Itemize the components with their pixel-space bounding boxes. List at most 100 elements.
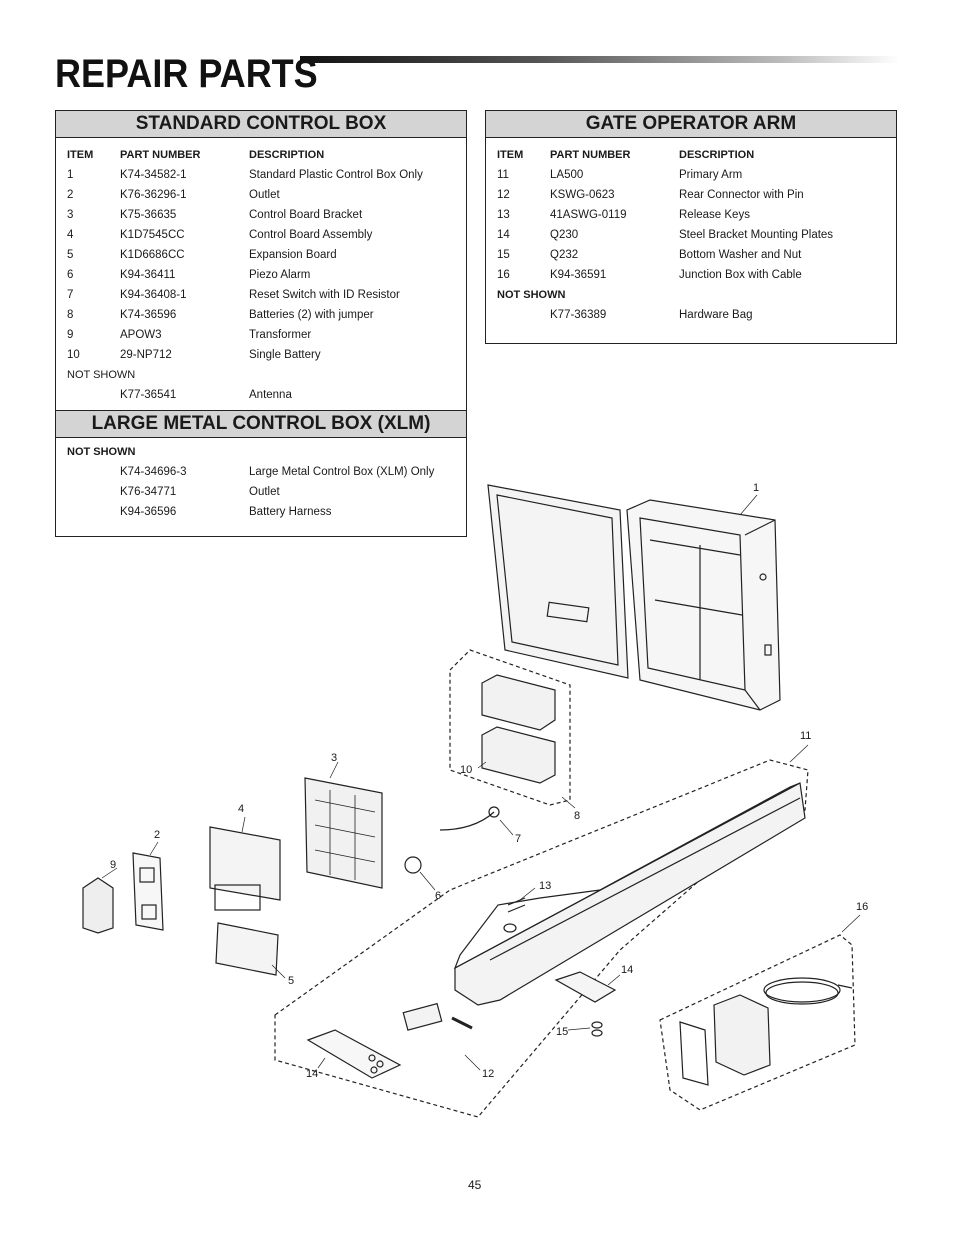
part-description: Single Battery	[249, 349, 321, 361]
table-row: 15 Q232 Bottom Washer and Nut	[486, 245, 896, 265]
item-number: 12	[497, 189, 510, 201]
item-number: 6	[67, 269, 74, 281]
part-number: K94-36411	[120, 269, 176, 281]
callout-label: 8	[574, 810, 581, 822]
part-number: KSWG-0623	[550, 189, 615, 201]
part-number: K74-34582-1	[120, 169, 187, 181]
table-header: ITEM PART NUMBER DESCRIPTION	[486, 145, 896, 165]
part-number: K94-36408-1	[120, 289, 187, 301]
part-number: K77-36389	[550, 309, 607, 321]
page-number: 45	[468, 1178, 482, 1192]
item-number: 5	[67, 249, 74, 261]
part-number: K76-34771	[120, 486, 177, 498]
not-shown-label: NOT SHOWN	[497, 289, 566, 301]
item-number: 13	[497, 209, 510, 221]
part-number: Q230	[550, 229, 579, 241]
item-number: 7	[67, 289, 74, 301]
part-description: Bottom Washer and Nut	[679, 249, 802, 261]
item-number: 2	[67, 189, 74, 201]
item-number: 8	[67, 309, 74, 321]
battery-illustration	[481, 674, 556, 784]
part-description: Standard Plastic Control Box Only	[249, 169, 423, 181]
part-description: Control Board Assembly	[249, 229, 373, 241]
part-number: K1D7545CC	[120, 229, 185, 241]
table-row: 6 K94-36411 Piezo Alarm	[56, 265, 466, 285]
item-number: 15	[497, 249, 510, 261]
callout-label: 15	[556, 1026, 569, 1038]
table-row: 13 41ASWG-0119 Release Keys	[486, 205, 896, 225]
part-number: K74-36596	[120, 309, 177, 321]
col-item-header: ITEM	[497, 149, 524, 161]
callout-label: 14	[621, 964, 634, 976]
part-description: Battery Harness	[249, 506, 332, 518]
part-description: Outlet	[249, 189, 280, 201]
part-description: Primary Arm	[679, 169, 743, 181]
item-number: 3	[67, 209, 74, 221]
table-row: 16 K94-36591 Junction Box with Cable	[486, 265, 896, 285]
callout-label: 10	[460, 764, 473, 776]
callout-label: 7	[515, 833, 522, 845]
part-number: Q232	[550, 249, 579, 261]
part-number: K94-36596	[120, 506, 177, 518]
table-row: 4 K1D7545CC Control Board Assembly	[56, 225, 466, 245]
part-description: Large Metal Control Box (XLM) Only	[249, 466, 435, 478]
part-number: K77-36541	[120, 389, 177, 401]
table-header: ITEM PART NUMBER DESCRIPTION	[56, 145, 466, 165]
part-description: Antenna	[249, 389, 292, 401]
part-description: Control Board Bracket	[249, 209, 363, 221]
title-rule	[300, 56, 900, 63]
part-description: Batteries (2) with jumper	[249, 309, 374, 321]
standard-control-box-heading: STANDARD CONTROL BOX	[56, 111, 466, 138]
item-number: 14	[497, 229, 510, 241]
item-number: 4	[67, 229, 74, 241]
part-number: K74-34696-3	[120, 466, 187, 478]
callout-label: 13	[539, 880, 552, 892]
table-row: 7 K94-36408-1 Reset Switch with ID Resisto…	[56, 285, 466, 305]
callout-label: 5	[288, 975, 295, 987]
table-row: 1 K74-34582-1 Standard Plastic Control Box…	[56, 165, 466, 185]
part-description: Steel Bracket Mounting Plates	[679, 229, 834, 241]
part-number: K75-36635	[120, 209, 177, 221]
callout-label: 14	[306, 1068, 319, 1080]
callout-label: 12	[482, 1068, 495, 1080]
callout-label: 6	[435, 890, 442, 902]
part-description: Reset Switch with ID Resistor	[249, 289, 400, 301]
item-number: 10	[67, 349, 80, 361]
standard-control-box-panel: STANDARD CONTROL BOX ITEM PART NUMBER DE…	[55, 110, 467, 411]
part-description: Junction Box with Cable	[679, 269, 802, 281]
item-number: 11	[497, 169, 509, 181]
table-row: 3 K75-36635 Control Board Bracket	[56, 205, 466, 225]
col-desc-header: DESCRIPTION	[679, 149, 755, 161]
page-title: REPAIR PARTS	[55, 52, 318, 96]
table-row: 14 Q230 Steel Bracket Mounting Plates	[486, 225, 896, 245]
not-shown-label: NOT SHOWN	[67, 369, 136, 381]
callout-label: 4	[238, 803, 245, 815]
large-metal-control-box-panel: LARGE METAL CONTROL BOX (XLM) NOT SHOWN …	[55, 410, 467, 537]
callout-label: 9	[110, 859, 117, 871]
col-item-header: ITEM	[67, 149, 94, 161]
part-description: Expansion Board	[249, 249, 337, 261]
callout-label: 16	[856, 901, 869, 913]
gate-operator-arm-panel: GATE OPERATOR ARM ITEM PART NUMBER DESCR…	[485, 110, 897, 344]
junction-box-illustration	[679, 977, 853, 1086]
part-number: 29-NP712	[120, 349, 172, 361]
part-description: Transformer	[249, 329, 312, 341]
item-number: 9	[67, 329, 74, 341]
large-metal-control-box-heading: LARGE METAL CONTROL BOX (XLM)	[56, 411, 466, 438]
part-number: 41ASWG-0119	[550, 209, 627, 221]
table-row: 9 APOW3 Transformer	[56, 325, 466, 345]
control-box-illustration	[487, 484, 781, 711]
item-number: 16	[497, 269, 510, 281]
part-number: APOW3	[120, 329, 162, 341]
item-number: 1	[67, 169, 74, 181]
part-number: K76-36296-1	[120, 189, 187, 201]
col-part-header: PART NUMBER	[550, 149, 631, 161]
col-part-header: PART NUMBER	[120, 149, 201, 161]
part-description: Piezo Alarm	[249, 269, 311, 281]
part-description: Release Keys	[679, 209, 750, 221]
callout-label: 3	[331, 752, 338, 764]
part-number: K94-36591	[550, 269, 607, 281]
